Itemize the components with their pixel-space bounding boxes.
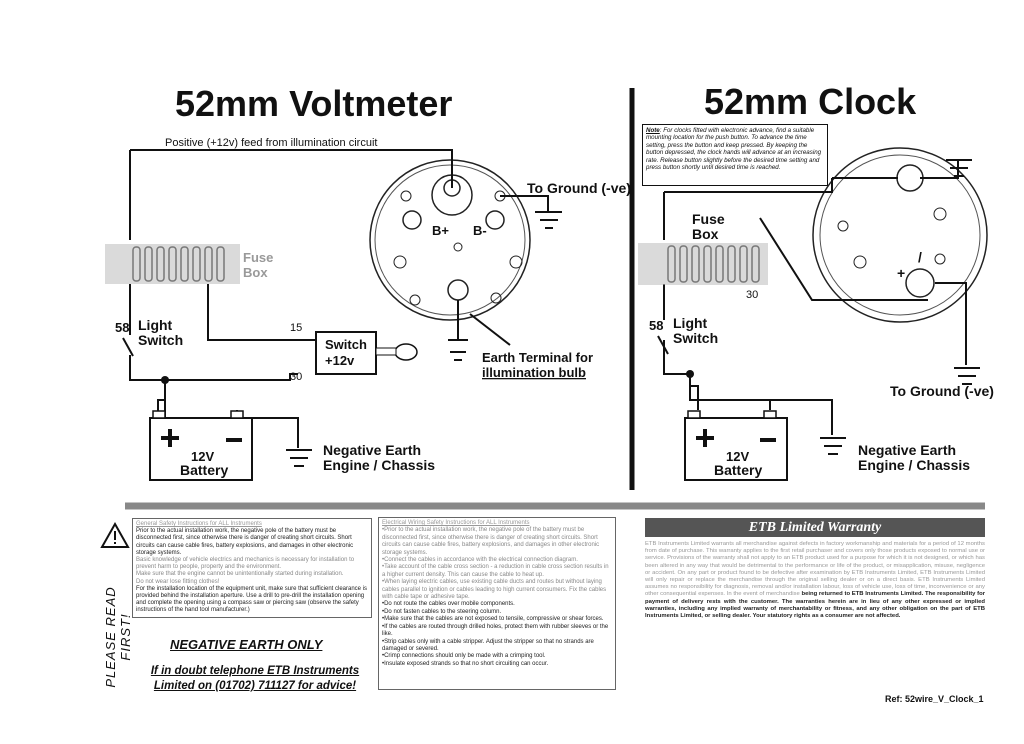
ignition-switch-label: Switch (325, 337, 367, 352)
electrical-line: •Insulate exposed strands so that no sho… (382, 660, 549, 667)
negative-earth-only: NEGATIVE EARTH ONLY (170, 637, 323, 652)
electrical-line: •Take account of the cable cross section… (382, 564, 609, 578)
phone-line: If in doubt telephone ETB Instruments (150, 665, 360, 677)
electrical-line: •Do not route the cables over mobile com… (382, 601, 515, 608)
clock-light-switch-label: Switch (673, 330, 718, 346)
reference-code: Ref: 52wire_V_Clock_1 (885, 694, 984, 704)
please-read-first: PLEASE READ FIRST! (103, 586, 133, 688)
general-safety-line: Do not wear lose fitting clothes! (136, 578, 220, 585)
clock-terminal-30: 30 (746, 289, 758, 301)
fuse-box-label: Box (243, 265, 268, 280)
voltmeter-gauge-back (369, 159, 531, 321)
warranty-text: ETB Instruments Limited warrants all mer… (645, 541, 985, 620)
warranty-title: ETB Limited Warranty (645, 518, 985, 537)
warranty-text-light: ETB Instruments Limited warrants all mer… (645, 541, 985, 598)
electrical-line: •Do not fasten cables to the steering co… (382, 608, 502, 615)
warning-icon (100, 521, 130, 548)
voltmeter-title: 52mm Voltmeter (175, 83, 452, 124)
electrical-line: •When laying electric cables, use existi… (382, 579, 607, 601)
light-switch-label: Switch (138, 332, 183, 348)
note-text: : For clocks fitted with electronic adva… (646, 127, 822, 172)
earth-terminal-label: illumination bulb (482, 365, 586, 380)
clock-note: Note: For clocks fitted with electronic … (642, 124, 828, 186)
clock-fuse-box-label: Fuse (692, 211, 725, 227)
electrical-safety-title: Electrical Wiring Safety Instructions fo… (382, 520, 530, 526)
clock-terminal-58: 58 (649, 318, 663, 333)
terminal-b-minus: B- (473, 223, 487, 238)
clock-title: 52mm Clock (704, 81, 917, 122)
electrical-line: •Crimp connections should only be made w… (382, 653, 546, 660)
clock-fuse-box (638, 243, 768, 285)
terminal-30: 30 (290, 371, 302, 383)
phone-line: Limited on (01702) 711127 for advice! (153, 680, 357, 692)
clock-battery-label: Battery (714, 462, 762, 478)
clock-minus: / (918, 249, 922, 265)
negative-earth-label: Engine / Chassis (323, 457, 435, 473)
negative-earth-label: Negative Earth (323, 442, 421, 458)
earth-terminal-arrow (469, 313, 511, 346)
light-switch-label: Light (138, 317, 173, 333)
general-safety-line: Prior to the actual installation work, t… (136, 528, 354, 556)
general-safety-line: Basic knowledge of vehicle electrics and… (136, 557, 355, 571)
electrical-line: •Make sure that the cables are not expos… (382, 616, 604, 623)
clock-negative-earth-label: Negative Earth (858, 442, 956, 458)
battery-voltage: 12V (191, 449, 214, 464)
battery-label: Battery (180, 462, 228, 478)
general-safety-box: General Safety Instructions for ALL Inst… (132, 518, 372, 618)
earth-terminal-label: Earth Terminal for (482, 350, 593, 365)
electrical-line: •If the cables are routed through drille… (382, 623, 609, 638)
ignition-switch-label: +12v (325, 353, 355, 368)
terminal-15: 15 (290, 322, 302, 334)
clock-battery (684, 410, 788, 481)
fuse-box (105, 244, 240, 284)
clock-battery-voltage: 12V (726, 449, 749, 464)
electrical-line: •Strip cables only with a cable stripper… (382, 638, 594, 652)
clock-plus: + (897, 265, 905, 281)
clock-fuse-box-label: Box (692, 226, 719, 242)
electrical-line: •Connect the cables in accordance with t… (382, 557, 578, 564)
ground-symbol (535, 210, 562, 229)
feed-label: Positive (+12v) feed from illumination c… (165, 137, 377, 149)
electrical-line: •Prior to the actual installation work, … (382, 527, 600, 556)
clock-negative-earth-label: Engine / Chassis (858, 457, 970, 473)
general-safety-line: For the installation location of the equ… (136, 585, 368, 614)
general-safety-line: Make sure that the engine cannot be unin… (136, 571, 344, 578)
clock-gauge-back (812, 147, 988, 323)
terminal-58: 58 (115, 320, 129, 335)
terminal-b-plus: B+ (432, 223, 449, 238)
electrical-safety-box: Electrical Wiring Safety Instructions fo… (378, 517, 616, 690)
phone-advice: If in doubt telephone ETB Instruments Li… (150, 664, 360, 694)
clock-light-switch-label: Light (673, 315, 708, 331)
ignition-switch-box (315, 331, 377, 375)
warranty-text-dark: being returned to ETB Instruments Limite… (645, 591, 985, 620)
general-safety-title: General Safety Instructions for ALL Inst… (136, 521, 262, 527)
light-switch-symbol (122, 337, 134, 357)
voltmeter-ground-label: To Ground (-ve) (527, 180, 631, 196)
key-icon (375, 343, 418, 361)
fuse-box-label: Fuse (243, 250, 273, 265)
note-label: Note (646, 127, 660, 134)
clock-ground-label: To Ground (-ve) (890, 383, 994, 399)
battery (149, 410, 253, 481)
